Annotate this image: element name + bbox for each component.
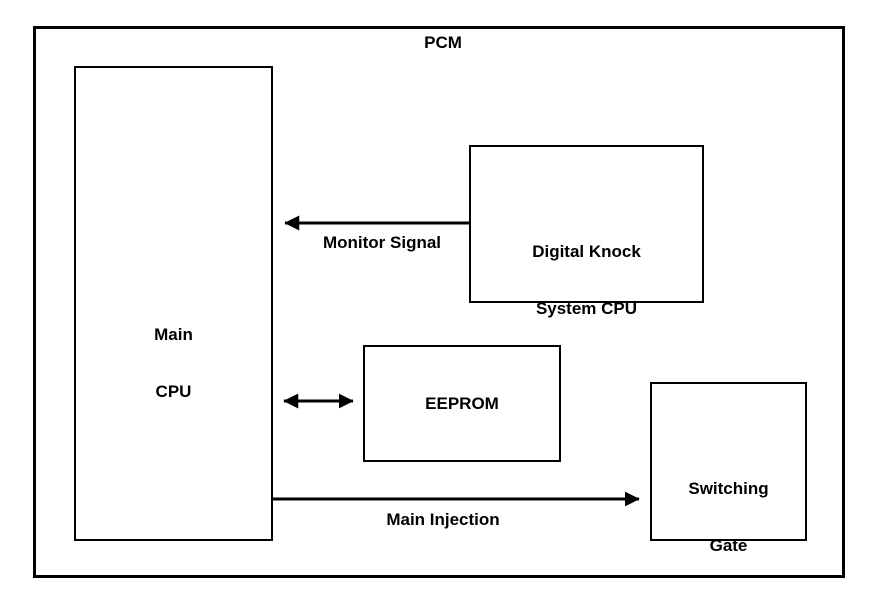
node-label-dks-cpu-line-1: Digital Knock bbox=[532, 242, 641, 262]
node-label-dks-cpu-line-2: System CPU bbox=[535, 299, 638, 319]
page-title: PCM bbox=[424, 33, 462, 52]
node-rect-switching-gate[interactable] bbox=[650, 382, 807, 541]
node-label-main-cpu-line-2: CPU bbox=[155, 382, 192, 402]
edge-label-monitor-signal: Monitor Signal bbox=[322, 233, 442, 252]
node-rect-digital-knock-system-cpu[interactable] bbox=[469, 145, 704, 303]
node-label-digital-knock-system-cpu: Digital Knock System CPU bbox=[469, 204, 704, 356]
node-label-switching-gate: Switching Gate bbox=[650, 441, 807, 593]
node-label-eeprom: EEPROM bbox=[425, 394, 499, 413]
node-label-main-cpu: Main CPU bbox=[74, 287, 273, 439]
node-label-switching-gate-line-1: Switching bbox=[688, 479, 769, 499]
node-label-main-cpu-line-1: Main bbox=[154, 325, 193, 345]
node-rect-main-cpu[interactable] bbox=[74, 66, 273, 541]
node-rect-eeprom[interactable] bbox=[363, 345, 561, 462]
node-label-switching-gate-line-2: Gate bbox=[709, 536, 748, 556]
edge-label-main-injection: Main Injection bbox=[386, 510, 500, 529]
